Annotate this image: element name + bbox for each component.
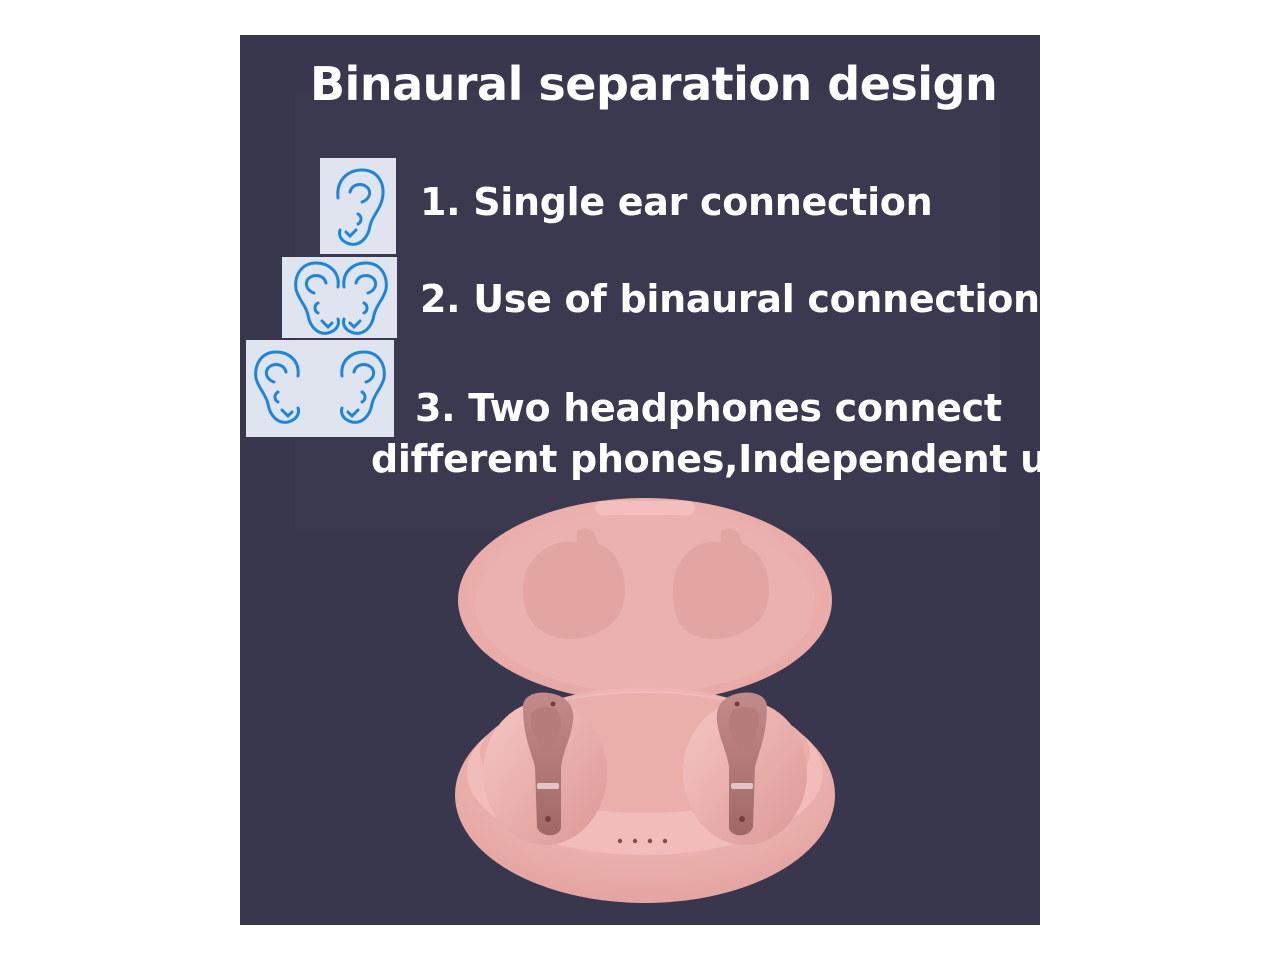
single-ear-icon: [320, 158, 396, 254]
two-ears-together-icon: [282, 257, 397, 338]
feature-3-text-line2: different phones,Independent use: [371, 437, 1040, 481]
feature-3-text-line1: 3. Two headphones connect: [415, 386, 1002, 430]
page-title: Binaural separation design: [310, 57, 998, 111]
panel-shade: [295, 90, 1000, 530]
two-ears-apart-icon: [246, 340, 394, 437]
feature-2-text: 2. Use of binaural connection: [420, 277, 1040, 321]
feature-panel: Binaural separation design 1. Single ear…: [240, 35, 1040, 925]
earbuds-case-image: [445, 495, 845, 915]
feature-1-text: 1. Single ear connection: [420, 180, 933, 224]
